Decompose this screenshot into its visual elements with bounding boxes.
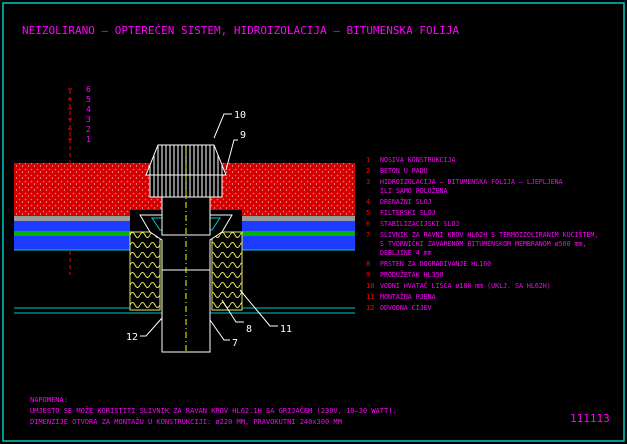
layer-scale-label: 5: [86, 95, 91, 104]
callouts: 10 9 12 8 7 11: [126, 110, 292, 349]
legend-number: 7: [366, 231, 370, 239]
drawing-title: NEIZOLIRANO – OPTEREĆEN SISTEM, HIDROIZO…: [22, 24, 459, 37]
legend-text: BETON U PADU: [380, 167, 428, 175]
callout-10: 10: [234, 110, 246, 121]
mounting-foam-left: [129, 231, 161, 311]
legend-text: MONTAŽNA PJENA: [380, 292, 436, 301]
legend-text: VODNI HVATAČ LIŠĆA ø180 mm (UKLJ. SA HL6…: [380, 281, 551, 290]
legend-text: PRSTEN ZA DOGRAĐIVANJE HL160: [380, 260, 491, 268]
mounting-foam-right: [211, 231, 243, 311]
legend-number: 11: [366, 293, 374, 301]
notes-heading: NAPOMENA:: [30, 396, 68, 404]
drawing-number: 111113: [570, 412, 610, 425]
notes-line-2: DIMENZIJE OTVORA ZA MONTAŽU U KONSTRUKCI…: [30, 417, 342, 426]
legend-text: HIDROIZOLACIJA – BITUMENSKA FOLIJA – LJE…: [380, 178, 563, 186]
roof-section: [14, 144, 355, 353]
legend-text: DEBLJINE 4 mm: [380, 249, 432, 257]
legend-number: 4: [366, 198, 370, 206]
legend-number: 1: [366, 156, 370, 164]
legend-number: 8: [366, 260, 370, 268]
legend-text: ODVODNA CIJEV: [380, 304, 432, 312]
legend-number: 12: [366, 304, 374, 312]
legend: 1 NOSIVA KONSTRUKCIJA 2 BETON U PADU 3 HIDROI…: [366, 156, 598, 312]
callout-9: 9: [240, 130, 246, 141]
legend-text: STABILIZACIJSKI SLOJ: [380, 220, 459, 228]
layer-scale-label: 1: [86, 135, 91, 144]
callout-7: 7: [232, 338, 238, 349]
legend-number: 5: [366, 209, 370, 217]
legend-text: SLIVNIK ZA RAVNI KROV HL62H S TERMOIZOLI…: [380, 230, 598, 239]
layer-scale-label: 4: [86, 105, 91, 114]
callout-11: 11: [280, 324, 292, 335]
legend-text: FILTERSKI SLOJ: [380, 209, 436, 217]
legend-text: ILI SAMO POLOŽENA: [380, 186, 448, 195]
notes-line-1: UMJESTO SE MOŽE KORISTITI SLIVNIK ZA RAV…: [30, 406, 397, 415]
layer-scale-label: 2: [86, 125, 91, 134]
legend-text: S TVORNIČKI ZAVARENOM BITUMENSKOM MEMBRA…: [380, 239, 586, 248]
legend-number: 10: [366, 282, 374, 290]
legend-text: DRENAŽNI SLOJ: [380, 197, 432, 206]
callout-8: 8: [246, 324, 252, 335]
callout-12: 12: [126, 332, 138, 343]
layer-scale-label: 6: [86, 85, 91, 94]
layer-scale-label: 3: [86, 115, 91, 124]
legend-number: 3: [366, 178, 370, 186]
legend-number: 2: [366, 167, 370, 175]
legend-text: PRODUŽETAK HL350: [380, 270, 444, 279]
notes: NAPOMENA: UMJESTO SE MOŽE KORISTITI SLIV…: [30, 396, 397, 426]
legend-text: NOSIVA KONSTRUKCIJA: [380, 156, 455, 164]
legend-number: 6: [366, 220, 370, 228]
legend-number: 9: [366, 271, 370, 279]
